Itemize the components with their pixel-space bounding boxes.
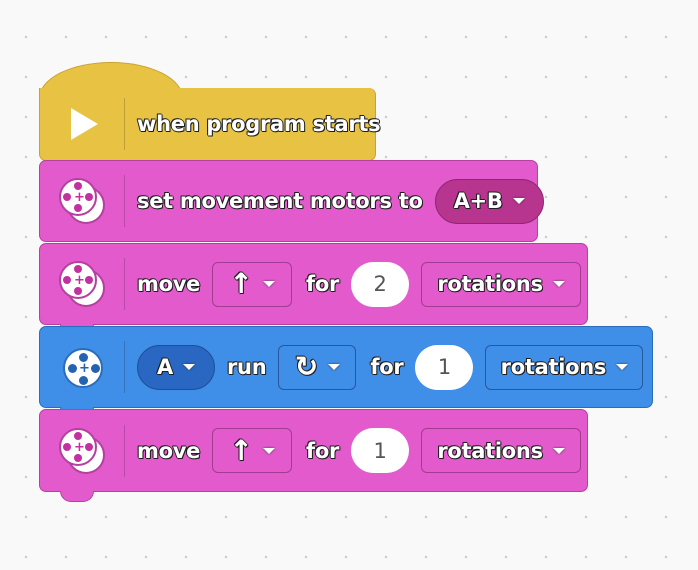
block-icon-cell: + <box>40 410 124 491</box>
for-label: for <box>306 438 340 463</box>
connector-notch <box>60 491 94 502</box>
unit-value: rotations <box>437 272 543 296</box>
port-value: A <box>157 355 173 379</box>
chevron-down-icon <box>262 447 275 454</box>
for-label: for <box>306 272 340 296</box>
unit-value: rotations <box>437 438 543 463</box>
unit-value: rotations <box>500 355 607 379</box>
port-dropdown[interactable]: A <box>137 344 215 390</box>
direction-dropdown[interactable]: ↑ <box>212 261 293 307</box>
separator <box>124 424 125 477</box>
separator <box>124 98 125 150</box>
rotations-input[interactable]: 1 <box>351 428 410 473</box>
ports-dropdown[interactable]: A+B <box>434 178 544 224</box>
move-label: move <box>137 272 201 296</box>
rotations-input[interactable]: 2 <box>351 261 410 307</box>
chevron-down-icon <box>512 198 525 204</box>
rotations-input[interactable]: 1 <box>415 344 474 390</box>
block-icon-cell: + <box>40 244 124 324</box>
single-motor-icon: + <box>59 344 105 390</box>
arrow-up-icon: ↑ <box>229 433 253 467</box>
chevron-down-icon <box>182 364 195 370</box>
for-label: for <box>370 355 404 379</box>
set-motors-label: set movement motors to <box>137 189 423 213</box>
movement-motor-icon: + <box>59 427 105 474</box>
movement-motor-icon: + <box>59 261 105 307</box>
chevron-down-icon <box>616 364 629 370</box>
move-label: move <box>137 438 201 463</box>
run-label: run <box>227 355 267 379</box>
chevron-down-icon <box>327 364 340 370</box>
ports-value: A+B <box>453 189 503 213</box>
arrow-up-icon: ↑ <box>229 267 253 300</box>
chevron-down-icon <box>552 281 565 287</box>
clockwise-arrow-icon: ↻ <box>294 350 318 383</box>
chevron-down-icon <box>552 447 565 454</box>
unit-dropdown[interactable]: rotations <box>421 428 582 473</box>
separator <box>124 341 125 393</box>
movement-motor-icon: + <box>59 178 105 224</box>
play-icon <box>70 108 98 140</box>
when-program-starts-block[interactable]: when program starts <box>39 88 381 161</box>
block-icon-cell: + <box>40 161 124 241</box>
separator <box>124 258 125 310</box>
hat-icon-cell <box>40 88 124 160</box>
motor-run-block[interactable]: + A run ↻ for 1 rotations <box>39 326 653 408</box>
direction-dropdown[interactable]: ↑ <box>212 428 293 473</box>
separator <box>124 175 125 227</box>
move-block-2[interactable]: + move ↑ for 1 rotations <box>39 409 588 492</box>
set-movement-motors-block[interactable]: + set movement motors to A+B <box>39 160 544 242</box>
move-block-1[interactable]: + move ↑ for 2 rotations <box>39 243 588 325</box>
block-icon-cell: + <box>40 327 124 407</box>
unit-dropdown[interactable]: rotations <box>421 261 582 307</box>
unit-dropdown[interactable]: rotations <box>485 344 644 390</box>
chevron-down-icon <box>262 281 275 287</box>
hat-label: when program starts <box>137 112 381 136</box>
direction-dropdown[interactable]: ↻ <box>278 344 357 390</box>
